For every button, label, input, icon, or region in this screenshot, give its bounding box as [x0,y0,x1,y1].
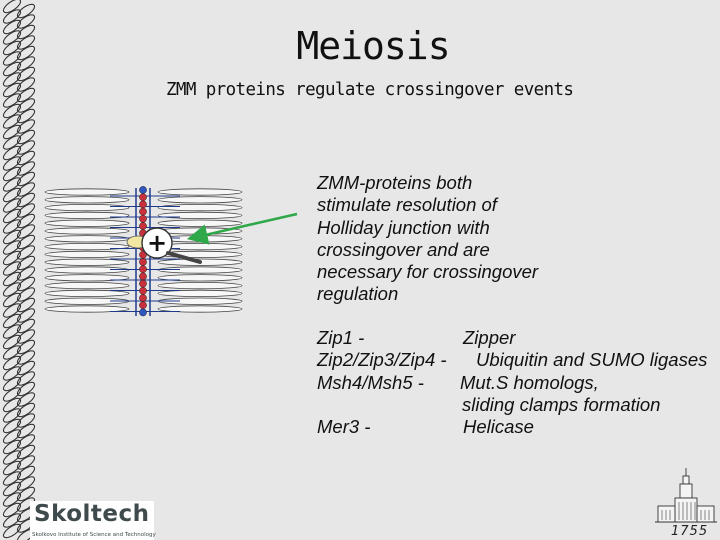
magnifier-lens [141,227,173,259]
protein-bead [139,258,147,266]
protein-name: Zip1 - [317,327,365,348]
protein-bead [139,193,147,202]
protein-function: sliding clamps formation [462,393,661,415]
magnifier-handle [166,251,202,264]
plus-symbol: + [147,229,167,257]
description-line: Holliday junction with [317,216,490,238]
protein-bead [139,214,147,223]
skoltech-logo: Skoltech Skolkovo Institute of Science a… [30,501,156,540]
zmm-description: ZMM-proteins both stimulate resolution o… [317,172,538,306]
protein-bead [139,265,147,274]
dna-chain-border [2,0,36,540]
logo-tagline: Skolkovo Institute of Science and Techno… [32,532,156,538]
description-line: regulation [317,283,399,305]
pointer-arrow [186,212,298,245]
protein-bead [139,279,147,288]
protein-function: Mut.S homologs, [460,371,599,393]
protein-bead [139,272,147,281]
protein-bead [139,222,147,230]
logo-wordmark: Skoltech [34,501,150,527]
slide-title: Meiosis [296,24,450,68]
founding-year: 1755 [671,524,709,539]
university-building-icon [655,468,717,523]
protein-bead [139,200,147,209]
protein-bead [139,308,147,317]
protein-bead [139,207,147,216]
description-line: stimulate resolution of [317,194,497,216]
protein-bead [139,286,147,295]
protein-bead [139,294,147,302]
protein-name: Mer3 - [317,416,371,438]
protein-name: Msh4/Msh5 - [317,371,424,393]
slide-subtitle: ZMM proteins regulate crossingover event… [166,80,574,100]
protein-function: Helicase [463,416,534,438]
description-line: necessary for crossingover [317,261,539,283]
description-line: ZMM-proteins both [317,172,473,193]
protein-function: Ubiquitin and SUMO ligases [476,349,708,371]
chromosome-diagram: + [44,186,243,317]
protein-bead [139,301,147,310]
protein-function: Zipper [463,327,516,348]
protein-name: Zip2/Zip3/Zip4 - [317,349,447,371]
description-line: crossingover and are [317,238,490,260]
protein-bead [139,186,147,194]
